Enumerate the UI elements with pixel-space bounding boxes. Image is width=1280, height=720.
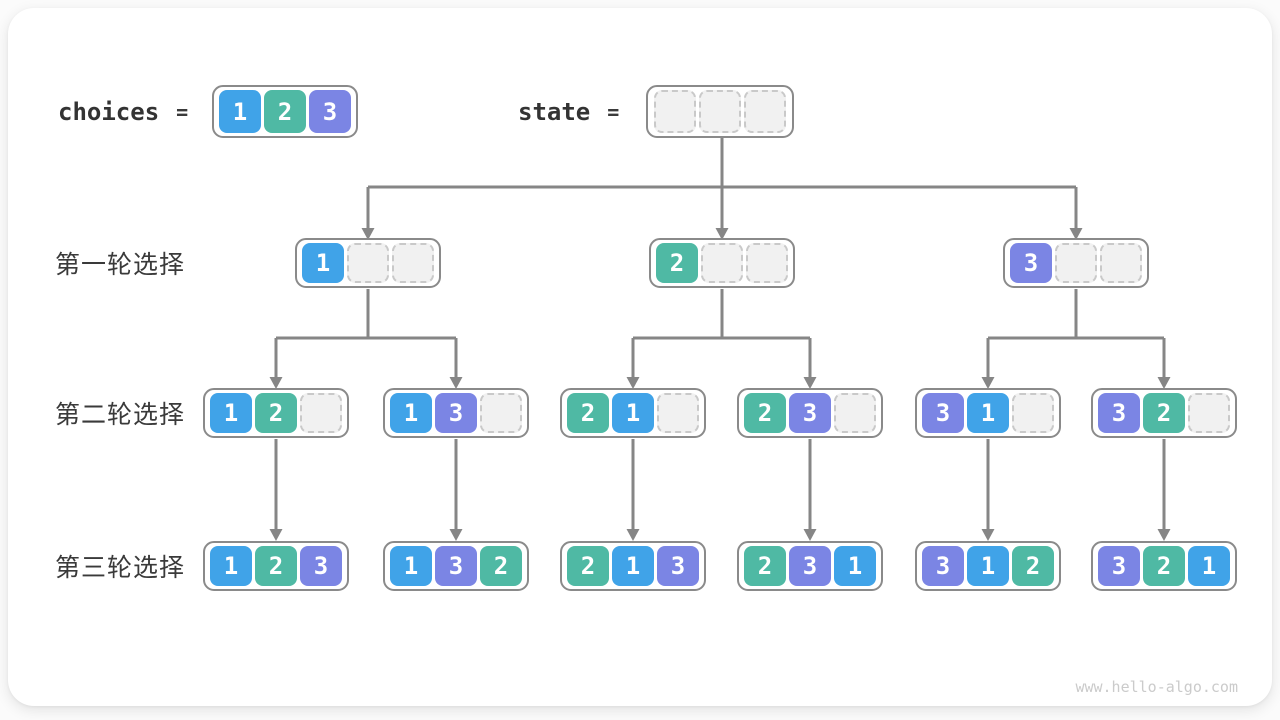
empty-cell — [654, 90, 696, 133]
empty-cell — [1188, 393, 1230, 433]
value-cell-1: 1 — [390, 546, 432, 586]
empty-cell — [1100, 243, 1142, 283]
value-cell-3: 3 — [435, 393, 477, 433]
value-cell-3: 3 — [435, 546, 477, 586]
value-cell-2: 2 — [255, 546, 297, 586]
value-cell-2: 2 — [656, 243, 698, 283]
choices-label-group: choices = — [58, 85, 188, 138]
value-cell-2: 2 — [255, 393, 297, 433]
value-cell-1: 1 — [612, 546, 654, 586]
value-cell-3: 3 — [1010, 243, 1052, 283]
empty-cell — [347, 243, 389, 283]
tree-node-L1-3: 3 — [1003, 238, 1149, 288]
empty-cell — [392, 243, 434, 283]
value-cell-1: 1 — [967, 546, 1009, 586]
empty-cell — [480, 393, 522, 433]
state-array — [646, 85, 794, 138]
figure-card — [8, 8, 1272, 706]
value-cell-2: 2 — [1143, 546, 1185, 586]
state-equals-sign: = — [607, 99, 620, 124]
value-cell-1: 1 — [612, 393, 654, 433]
value-cell-3: 3 — [1098, 546, 1140, 586]
empty-cell — [834, 393, 876, 433]
value-cell-2: 2 — [1012, 546, 1054, 586]
value-cell-1: 1 — [390, 393, 432, 433]
empty-cell — [746, 243, 788, 283]
value-cell-1: 1 — [210, 546, 252, 586]
value-cell-3: 3 — [309, 90, 351, 133]
value-cell-1: 1 — [834, 546, 876, 586]
choices-equals-sign: = — [176, 99, 189, 124]
value-cell-3: 3 — [789, 393, 831, 433]
watermark: www.hello-algo.com — [1075, 678, 1238, 696]
state-label: state — [518, 97, 591, 126]
value-cell-1: 1 — [967, 393, 1009, 433]
empty-cell — [1012, 393, 1054, 433]
empty-cell — [699, 90, 741, 133]
empty-cell — [701, 243, 743, 283]
value-cell-3: 3 — [922, 546, 964, 586]
value-cell-2: 2 — [744, 393, 786, 433]
value-cell-3: 3 — [657, 546, 699, 586]
value-cell-3: 3 — [1098, 393, 1140, 433]
empty-cell — [657, 393, 699, 433]
value-cell-1: 1 — [1188, 546, 1230, 586]
value-cell-2: 2 — [264, 90, 306, 133]
value-cell-2: 2 — [567, 393, 609, 433]
round-1-label: 第一轮选择 — [55, 251, 186, 279]
value-cell-2: 2 — [1143, 393, 1185, 433]
empty-cell — [300, 393, 342, 433]
value-cell-2: 2 — [744, 546, 786, 586]
state-label-group: state = — [518, 85, 619, 138]
value-cell-3: 3 — [300, 546, 342, 586]
value-cell-1: 1 — [302, 243, 344, 283]
value-cell-2: 2 — [567, 546, 609, 586]
value-cell-1: 1 — [210, 393, 252, 433]
value-cell-2: 2 — [480, 546, 522, 586]
empty-cell — [744, 90, 786, 133]
tree-node-L1-1: 1 — [295, 238, 441, 288]
tree-node-L1-2: 2 — [649, 238, 795, 288]
value-cell-3: 3 — [922, 393, 964, 433]
round-3-label: 第三轮选择 — [55, 554, 186, 582]
round-2-label: 第二轮选择 — [55, 401, 186, 429]
choices-label: choices — [58, 97, 160, 126]
value-cell-1: 1 — [219, 90, 261, 133]
value-cell-3: 3 — [789, 546, 831, 586]
empty-cell — [1055, 243, 1097, 283]
